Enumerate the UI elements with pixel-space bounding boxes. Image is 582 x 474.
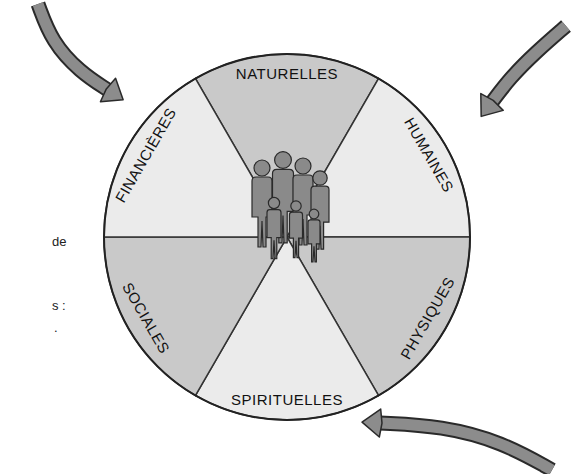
arrow-shaft <box>38 4 108 90</box>
text-fragment: . <box>54 320 58 335</box>
sector-label-box: SPIRITUELLES <box>231 392 343 409</box>
person-head <box>254 160 270 176</box>
sector-label: NATURELLES <box>236 66 338 83</box>
wheel-sector <box>287 79 470 237</box>
arrow-shaft <box>492 26 566 102</box>
people-figure <box>252 152 329 262</box>
arrow-head <box>362 409 382 437</box>
person-body <box>267 210 281 259</box>
person-body <box>308 220 320 262</box>
text-fragment: de <box>52 234 66 249</box>
person-head <box>313 171 327 185</box>
person-head <box>295 158 311 174</box>
person-head <box>291 201 301 211</box>
arrow-head <box>100 78 123 102</box>
wheel <box>104 54 470 420</box>
person-head <box>275 152 292 169</box>
sector-label-box: NATURELLES <box>236 66 338 83</box>
person-head <box>268 197 279 208</box>
arrow-shaft <box>380 423 552 470</box>
arrows <box>38 4 566 470</box>
wheel-sector <box>104 237 287 395</box>
arrow-head <box>481 94 503 117</box>
person-head <box>309 209 319 219</box>
text-fragment: s : <box>52 298 66 313</box>
arrow-outline <box>380 423 552 470</box>
wheel-rim <box>104 54 470 420</box>
sector-label: SPIRITUELLES <box>231 392 343 409</box>
arrow-outline <box>492 26 566 102</box>
arrow-outline <box>38 4 108 90</box>
person-body <box>290 212 303 258</box>
